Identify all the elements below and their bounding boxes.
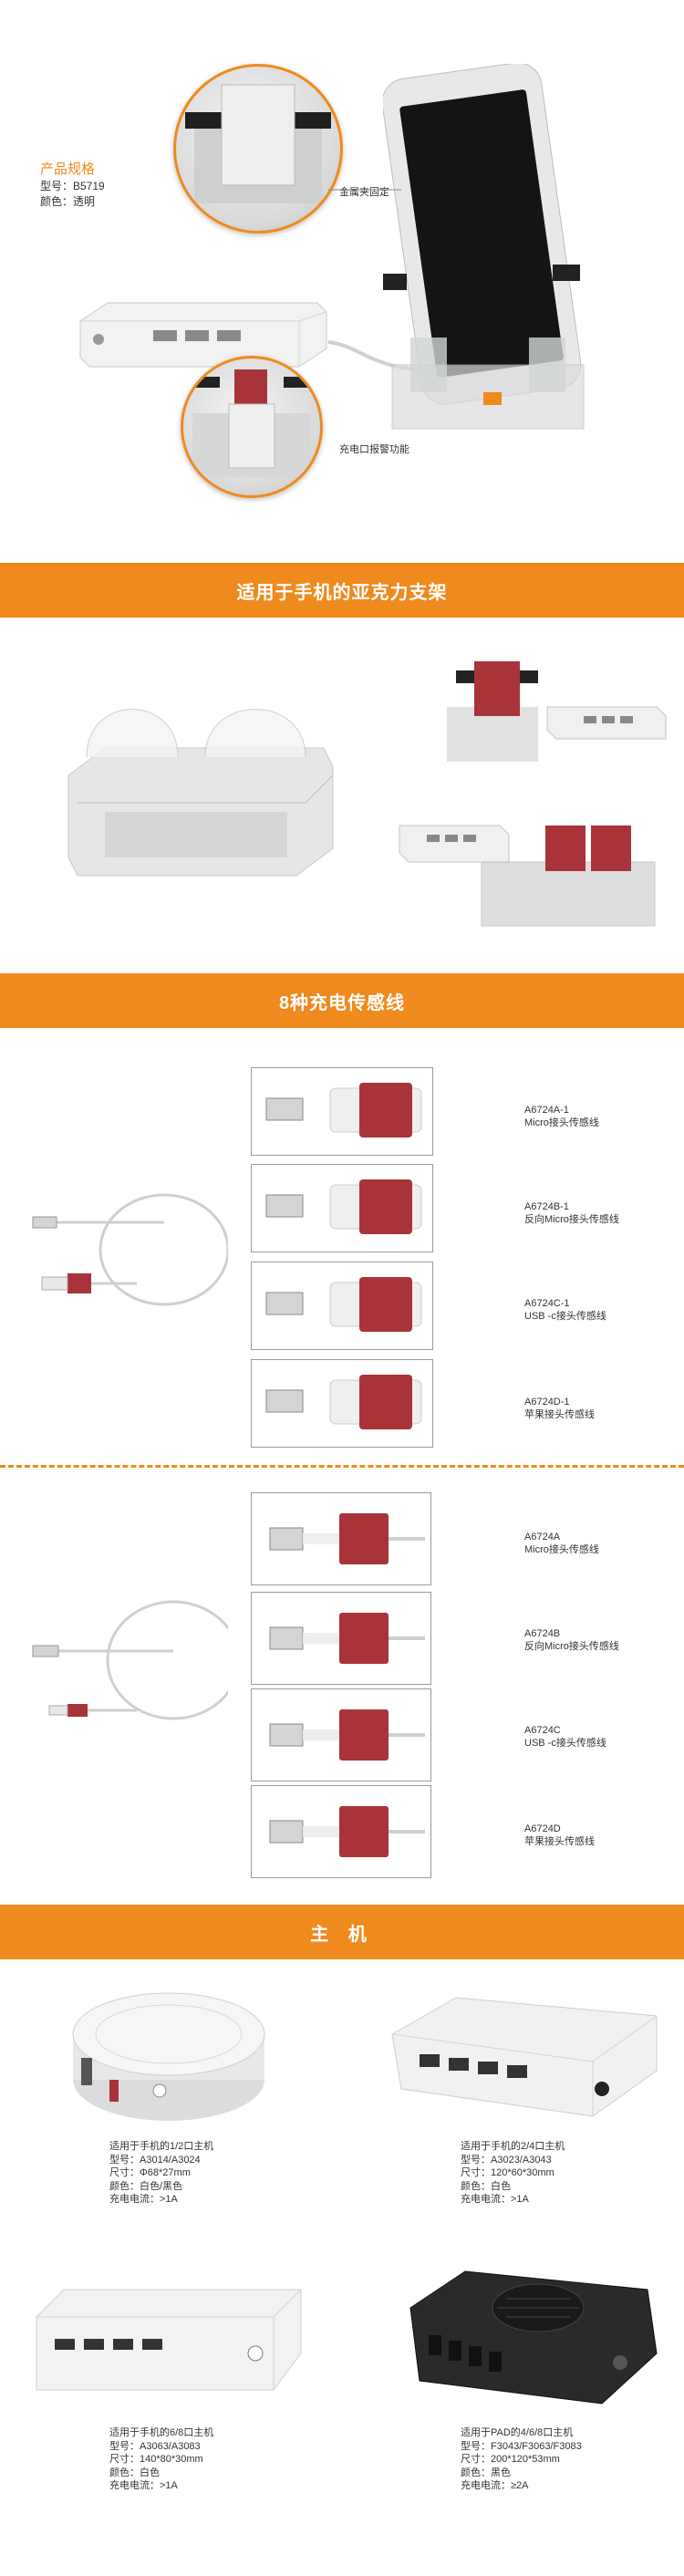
host-color: 颜色：白色 [109,2467,160,2478]
host-image-rect-6-8 [36,2289,302,2391]
cable-code: A6724C-1 [524,1298,570,1309]
host-image-rect-2-4 [391,1997,658,2117]
cable-card-a6724d [251,1785,431,1878]
host-spec-2: 适用于手机的2/4口主机 型号：A3023/A3043 尺寸：120*60*30… [461,2140,565,2207]
host-title: 适用于手机的6/8口主机 [109,2427,214,2438]
host-model: 型号：A3014/A3024 [109,2154,201,2166]
host-color: 颜色：白色/黑色 [109,2180,183,2192]
cable-code: A6724B [524,1628,561,1639]
coiled-cable-image-top [32,1193,228,1306]
host-title: 适用于手机的1/2口主机 [109,2141,214,2152]
cable-name: 反向Micro接头传感线 [524,1214,619,1225]
cable-name: Micro接头传感线 [524,1117,599,1128]
cable-label-a6724c: A6724C USB -c接头传感线 [524,1724,606,1750]
host-spec-1: 适用于手机的1/2口主机 型号：A3014/A3024 尺寸：Φ68*27mm … [109,2140,213,2207]
cable-label-a6724b-1: A6724B-1 反向Micro接头传感线 [524,1200,619,1226]
section-title-cables: 8种充电传感线 [278,992,406,1013]
section-banner-host: 主 机 [0,1905,684,1959]
cable-card-a6724b-1 [251,1164,433,1252]
spec-title: 产品规格 [40,161,96,177]
acrylic-photo-top [447,661,667,762]
host-model: 型号：A3023/A3043 [461,2154,552,2166]
cable-code: A6724A [524,1532,561,1542]
cable-label-a6724b: A6724B 反向Micro接头传感线 [524,1627,619,1653]
spec-model: 型号：B5719 [40,180,105,192]
coiled-cable-image-bottom [32,1600,228,1720]
host-color: 颜色：黑色 [461,2467,511,2478]
cable-label-a6724d: A6724D 苹果接头传感线 [524,1823,595,1848]
host-size: 尺寸：120*60*30mm [461,2167,554,2178]
spec-block: 产品规格 型号：B5719 颜色：透明 [40,161,105,210]
detail-circle-alarm [181,356,323,498]
host-current: 充电电流：≥2A [461,2480,529,2491]
host-size: 尺寸：140*80*30mm [109,2454,203,2465]
cable-label-a6724a: A6724A Micro接头传感线 [524,1531,599,1556]
cable-code: A6724B-1 [524,1201,569,1212]
cable-name: 反向Micro接头传感线 [524,1641,619,1652]
hero-hub-image [79,302,327,368]
section-title-host: 主 机 [310,1924,374,1945]
hero-section: 产品规格 型号：B5719 颜色：透明 金属夹固定 [0,0,684,556]
spec-color: 颜色：透明 [40,195,96,208]
section-banner-acrylic: 适用于手机的亚克力支架 [0,563,684,618]
cable-card-a6724a [251,1492,431,1585]
host-size: 尺寸：200*120*53mm [461,2454,560,2465]
cable-label-a6724c-1: A6724C-1 USB -c接头传感线 [524,1297,606,1323]
cable-name: Micro接头传感线 [524,1544,599,1555]
cable-code: A6724D [524,1823,561,1834]
hero-phone-image [383,64,585,430]
acrylic-photo-bottom [399,825,656,927]
host-current: 充电电流：>1A [109,2194,178,2205]
cable-name: USB -c接头传感线 [524,1311,606,1322]
host-current: 充电电流：>1A [461,2194,529,2205]
host-spec-4: 适用于PAD的4/6/8口主机 型号：F3043/F3063/F3083 尺寸：… [461,2426,582,2493]
host-current: 充电电流：>1A [109,2480,178,2491]
cable-label-a6724d-1: A6724D-1 苹果接头传感线 [524,1396,595,1421]
annotation-clip-leader [328,189,401,191]
host-title: 适用于PAD的4/6/8口主机 [461,2427,574,2438]
cable-name: 苹果接头传感线 [524,1836,595,1847]
cable-code: A6724C [524,1725,561,1736]
section-banner-cables: 8种充电传感线 [0,973,684,1028]
cable-label-a6724a-1: A6724A-1 Micro接头传感线 [524,1104,599,1129]
annotation-alarm: 充电口报警功能 [339,444,409,455]
acrylic-stand-image [67,709,334,877]
cable-card-a6724a-1 [251,1067,433,1156]
host-image-round [72,1992,265,2121]
cable-name: 苹果接头传感线 [524,1409,595,1420]
cable-code: A6724A-1 [524,1105,569,1116]
host-size: 尺寸：Φ68*27mm [109,2167,191,2178]
section-title-acrylic: 适用于手机的亚克力支架 [236,582,448,603]
detail-circle-clip [173,64,343,234]
cable-card-a6724b [251,1592,431,1685]
cable-divider [0,1465,684,1468]
host-model: 型号：F3043/F3063/F3083 [461,2440,582,2452]
cable-card-a6724c [251,1688,431,1781]
host-title: 适用于手机的2/4口主机 [461,2141,565,2152]
host-image-pad-black [409,2270,658,2405]
cable-card-a6724c-1 [251,1262,433,1350]
host-spec-3: 适用于手机的6/8口主机 型号：A3063/A3083 尺寸：140*80*30… [109,2426,213,2493]
cable-name: USB -c接头传感线 [524,1738,606,1749]
host-model: 型号：A3063/A3083 [109,2440,201,2452]
host-color: 颜色：白色 [461,2180,511,2192]
cable-card-a6724d-1 [251,1359,433,1448]
cable-code: A6724D-1 [524,1397,570,1407]
